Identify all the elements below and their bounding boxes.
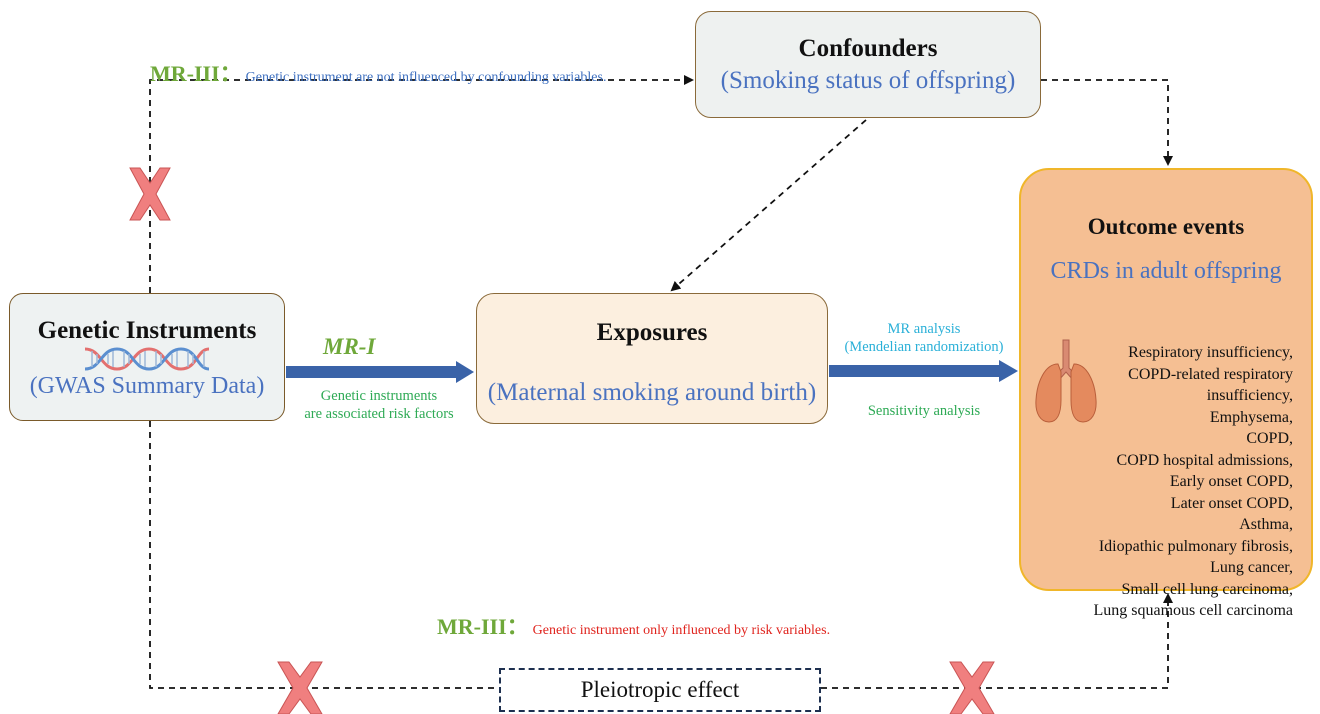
exposures-title: Exposures: [596, 318, 708, 346]
outcome-item: Lung squamous cell carcinoma: [1093, 602, 1294, 619]
mr-analysis-label: MR analysis (Mendelian randomization): [829, 320, 1019, 356]
confounders-box: Confounders (Smoking status of offspring…: [695, 11, 1041, 118]
mr-iii-top-tag: MR-III：: [150, 61, 242, 86]
confounders-to-outcome-connector: [1041, 79, 1173, 166]
cross-icon: [277, 661, 323, 714]
pleiotropic-effect-box: Pleiotropic effect: [499, 668, 821, 712]
outcome-item: COPD hospital admissions,: [1116, 451, 1293, 469]
outcome-item: Early onset COPD,: [1169, 473, 1293, 490]
confounders-title: Confounders: [798, 34, 938, 62]
outcome-item: insufficiency,: [1206, 387, 1293, 404]
mr-iii-bottom-label: MR-III： Genetic instrument only influenc…: [437, 609, 830, 641]
outcome-item: COPD,: [1246, 430, 1293, 447]
exposures-subtitle: (Maternal smoking around birth): [487, 378, 817, 406]
pleiotropic-connector-left: [149, 421, 499, 689]
mr-i-label: MR-I: [323, 334, 376, 359]
mr-iii-top-connector: [149, 75, 694, 293]
confounders-subtitle: (Smoking status of offspring): [720, 66, 1016, 94]
mr-i-arrow: [286, 361, 474, 383]
outcome-item: Later onset COPD,: [1170, 494, 1293, 512]
outcome-item: Lung cancer,: [1210, 559, 1293, 576]
outcome-item: Emphysema,: [1209, 408, 1293, 426]
mr-iii-top-text: Genetic instrument are not influenced by…: [245, 70, 607, 85]
outcome-item: Idiopathic pulmonary fibrosis,: [1098, 537, 1293, 555]
mr-i-line-2: are associated risk factors: [304, 406, 454, 422]
pleiotropic-connector-right: [821, 593, 1173, 689]
genetic-instruments-box: Genetic Instruments (GWAS Summary Data): [9, 293, 285, 421]
mr-i-line-1: Genetic instruments: [320, 388, 438, 404]
confounders-to-exposures-connector: [670, 119, 867, 292]
exposures-box: Exposures (Maternal smoking around birth…: [476, 293, 828, 424]
mr-iii-bottom-text: Genetic instrument only influenced by ri…: [532, 623, 831, 638]
outcome-item: Small cell lung carcinoma,: [1121, 580, 1294, 598]
sensitivity-analysis-label: Sensitivity analysis: [867, 403, 981, 419]
mr-analysis-line-1: MR analysis: [887, 321, 961, 337]
cross-icon: [129, 167, 171, 221]
genetic-instruments-subtitle: (GWAS Summary Data): [29, 372, 265, 399]
mr-iii-top-label: MR-III： Genetic instrument are not influ…: [150, 56, 606, 88]
genetic-instruments-title: Genetic Instruments: [37, 316, 257, 344]
mr-analysis-line-2: (Mendelian randomization): [844, 339, 1004, 355]
lungs-icon: [1035, 339, 1097, 423]
mr-i-description: Genetic instruments are associated risk …: [287, 387, 471, 423]
outcome-item: Respiratory insufficiency,: [1128, 344, 1293, 361]
outcome-item: Asthma,: [1239, 516, 1293, 533]
outcome-events-title: Outcome events: [1087, 214, 1245, 239]
cross-icon: [949, 661, 995, 714]
mr-iii-bottom-tag: MR-III：: [437, 614, 529, 639]
dna-icon: [84, 346, 210, 371]
outcome-events-box: Outcome events CRDs in adult offspring R…: [1019, 168, 1313, 619]
mr-analysis-arrow: [829, 360, 1018, 382]
outcome-events-subtitle: CRDs in adult offspring: [1050, 258, 1282, 284]
outcome-item: COPD-related respiratory: [1128, 365, 1293, 383]
outcome-list: Respiratory insufficiency, COPD-related …: [1094, 342, 1294, 622]
